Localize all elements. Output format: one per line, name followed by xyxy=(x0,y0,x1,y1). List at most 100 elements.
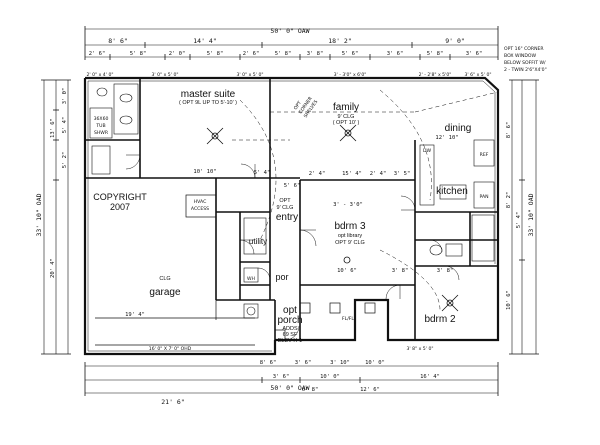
tub-note-line-3: SHWR xyxy=(94,130,109,136)
window-note-5: 2' - 2'8" x 5'0" xyxy=(419,72,452,78)
top-sub-dim-7: 3' 8" xyxy=(307,51,324,57)
bottom-sub-dim-1: 8' 6" xyxy=(260,360,277,366)
fplfl-note: FL/FL xyxy=(342,316,354,322)
bottom-sub-dim-3: 3' 10" xyxy=(330,360,350,366)
room-master-suite-note: ( OPT 9L UP TO 5'-10' ) xyxy=(179,100,237,106)
top-sub-dim-6: 5' 8" xyxy=(275,51,292,57)
bottom-dim-5: 12' 6" xyxy=(360,387,380,393)
interior-dim-3: 12' 10" xyxy=(435,135,458,141)
ref-note: REF xyxy=(480,152,489,158)
top-sub-dim-4: 5' 8" xyxy=(207,51,224,57)
interior-dim-7: 5' 4" xyxy=(254,170,271,176)
corner-note-line-3: BELOW SOFFIT W/ xyxy=(504,60,546,66)
room-bdrm2: bdrm 2 xyxy=(424,314,456,325)
window-note-3: 3' 0" x 5' 0" xyxy=(236,72,263,78)
room-por: por xyxy=(275,272,288,282)
window-note-4: 3' - 3'0" x 6'0" xyxy=(334,72,367,78)
bdrm2-window-note: 3' 8" x 5' 0" xyxy=(406,346,433,352)
top-sub-dim-3: 2' 0" xyxy=(169,51,186,57)
hvac-line-2: ACCESS xyxy=(191,206,209,212)
room-family-note: 9' CLG xyxy=(338,114,355,120)
room-garage: garage xyxy=(149,287,181,298)
opt-corner-shelves-note: OPT CORNER SHELVES xyxy=(293,95,320,119)
top-dim-1: 8' 6" xyxy=(108,37,128,45)
garage-door xyxy=(95,194,255,355)
corner-note-line-4: 2 - TWIN 2'6"X4'0" xyxy=(504,67,547,73)
left-dim-4: 20' 4" xyxy=(50,258,56,278)
top-sub-dim-8: 5' 6" xyxy=(342,51,359,57)
interior-dim-9: 2' 4" xyxy=(309,171,326,177)
utility-fixtures xyxy=(243,217,267,319)
overall-width-top: 50' 0" OAW xyxy=(270,27,309,35)
left-dim-1: 3' 0" xyxy=(62,88,68,105)
room-opt-porch: opt xyxy=(283,305,297,316)
room-bdrm3-note: opt library xyxy=(338,233,362,239)
opt-corner-line-1: OPT xyxy=(293,100,303,111)
room-entry-note: OPT xyxy=(279,198,291,204)
ceiling-fans xyxy=(206,124,459,312)
top-sub-dim-2: 5' 8" xyxy=(130,51,147,57)
room-bdrm3: bdrm 3 xyxy=(334,221,366,232)
left-dim-5: 13' 6" xyxy=(50,118,56,138)
interior-dim-11: 3' 5" xyxy=(394,171,411,177)
master-bath-fixtures xyxy=(89,83,139,175)
room-opt-porch-note: ADDS xyxy=(282,326,298,332)
right-dim-2: 8' 2" xyxy=(506,192,512,209)
kitchen-fixtures xyxy=(419,139,495,262)
room-family: family xyxy=(333,102,359,113)
top-sub-dim-11: 3' 6" xyxy=(466,51,483,57)
room-utility: utility xyxy=(249,237,267,246)
top-sub-dim-9: 3' 6" xyxy=(387,51,404,57)
overall-depth-right: 33' 10" OAD xyxy=(527,193,535,236)
room-entry-note2: 9' CLG xyxy=(277,205,294,211)
room-entry: entry xyxy=(276,212,298,223)
room-master-suite: master suite xyxy=(181,89,236,100)
door-swings xyxy=(125,154,460,341)
top-dim-4: 9' 0" xyxy=(445,37,465,45)
interior-dim-8: 5' 6" xyxy=(284,183,301,189)
right-dim-4: 5' 4" xyxy=(516,212,522,229)
top-dim-3: 18' 2" xyxy=(328,37,351,45)
top-sub-dim-1: 2' 6" xyxy=(89,51,106,57)
garage-dim: 19' 4" xyxy=(125,312,145,318)
room-opt-porch-2: porch xyxy=(277,315,302,326)
window-note-2: 3' 0" x 5' 0" xyxy=(151,72,178,78)
overall-width-bottom: 50' 0" OAW xyxy=(270,384,309,392)
pan-note: PAN xyxy=(479,194,488,200)
top-sub-dim-5: 2' 6" xyxy=(243,51,260,57)
interior-dim-5: 3' 8" xyxy=(392,268,409,274)
interior-dim-6: 3' 8" xyxy=(437,268,454,274)
room-family-note2: ( OPT 10' ) xyxy=(333,120,360,126)
bottom-sub-dim-4: 10' 0" xyxy=(365,360,385,366)
room-bdrm3-note2: OPT 9' CLG xyxy=(335,240,365,246)
window-note-1: 2' 0" x 4' 0" xyxy=(86,72,113,78)
copyright-line-1: COPYRIGHT xyxy=(93,192,147,202)
bottom-dim-2: 3' 6" xyxy=(273,374,290,380)
interior-dim-10: 2' 4" xyxy=(370,171,387,177)
interior-dim-2: 15' 4" xyxy=(342,171,362,177)
room-garage-note: CLG xyxy=(159,276,170,282)
tub-note-line-1: 36X60 xyxy=(94,116,109,122)
room-opt-porch-note3: ELEV H-1 xyxy=(278,338,302,344)
dimension-lines xyxy=(41,26,539,396)
top-sub-dim-10: 5' 8" xyxy=(427,51,444,57)
hvac-line-1: HVAC xyxy=(194,199,207,205)
room-kitchen: kitchen xyxy=(436,186,468,197)
interior-dim-12: 3' - 3'0" xyxy=(333,202,363,208)
corner-note-line-2: BOX WINDOW xyxy=(504,53,536,59)
corner-window-note: OPT 16" CORNER BOX WINDOW BELOW SOFFIT W… xyxy=(504,46,547,73)
room-dining: dining xyxy=(445,123,472,134)
bottom-dim-6: 16' 4" xyxy=(420,374,440,380)
copyright-line-2: 2007 xyxy=(110,202,130,212)
bottom-dim-1: 21' 6" xyxy=(161,398,184,406)
room-opt-porch-note2: 69 SF xyxy=(283,332,298,338)
dw-note: DW xyxy=(423,148,432,154)
tub-note-line-2: TUB xyxy=(95,123,105,129)
right-dim-3: 10' 6" xyxy=(506,290,512,310)
garage-door-note: 16' 0" X 7' 0" OHD xyxy=(149,346,192,352)
bottom-dim-3: 10' 0" xyxy=(320,374,340,380)
bottom-sub-dim-2: 3' 6" xyxy=(295,360,312,366)
left-dim-2: 5' 4" xyxy=(62,117,68,134)
top-dim-2: 14' 4" xyxy=(193,37,216,45)
corner-note-line-1: OPT 16" CORNER xyxy=(504,46,544,52)
